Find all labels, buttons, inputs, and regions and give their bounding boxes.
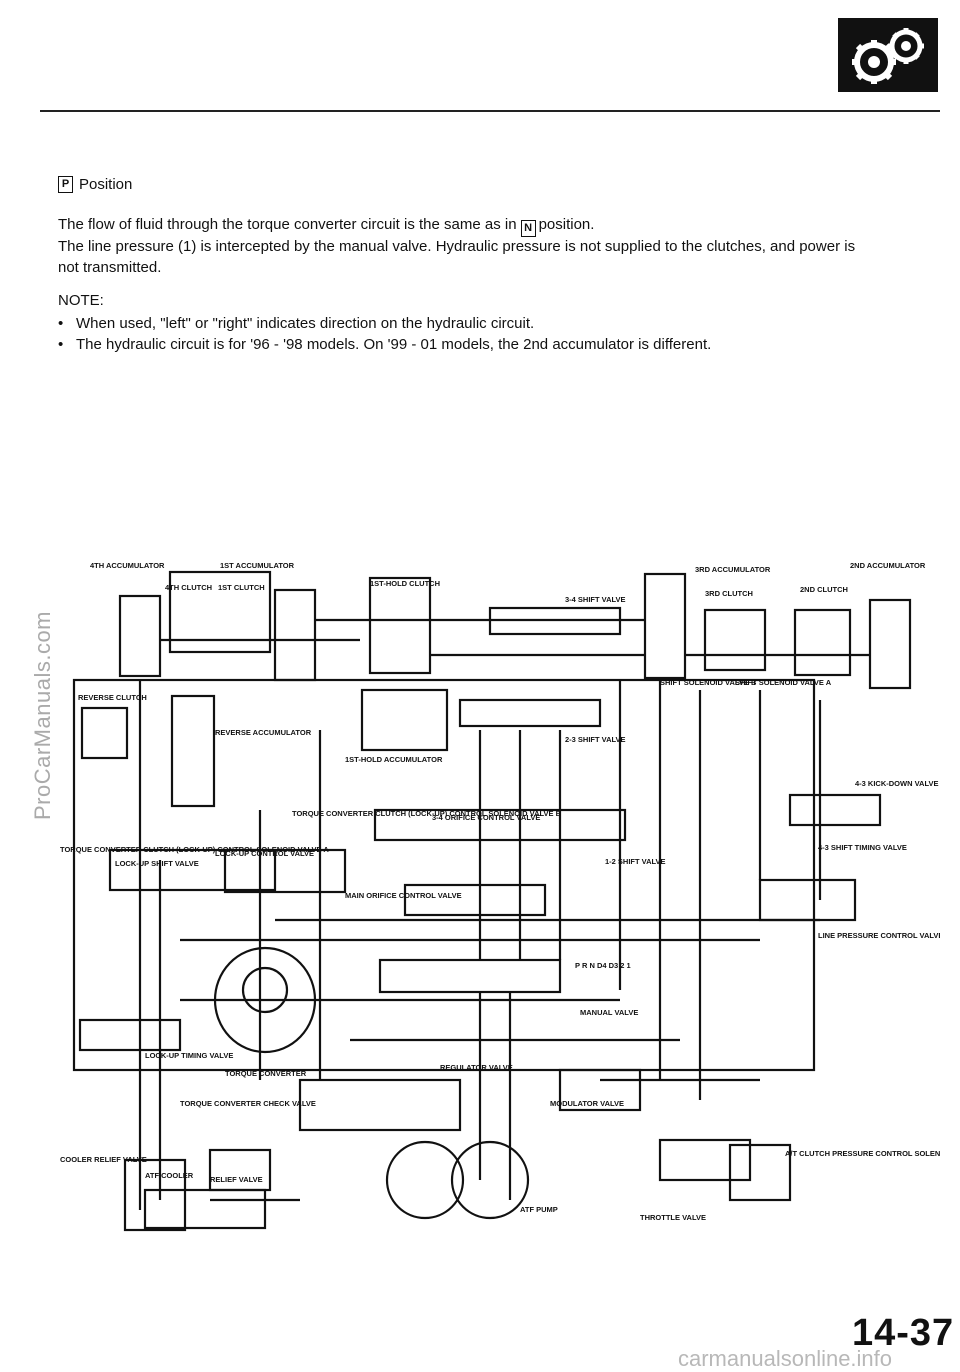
label-3rd-accumulator: 3RD ACCUMULATOR — [695, 565, 771, 574]
label-atf-pump: ATF PUMP — [520, 1205, 558, 1214]
label-3-4-orifice-valve: 3-4 ORIFICE CONTROL VALVE — [432, 813, 540, 822]
note-item-2: • The hydraulic circuit is for '96 - '98 … — [58, 336, 711, 353]
label-1st-hold-clutch: 1ST-HOLD CLUTCH — [370, 579, 440, 588]
paragraph-line-3: not transmitted. — [58, 259, 162, 276]
footer-watermark: carmanualsonline.info — [678, 1346, 893, 1371]
label-relief-valve: RELIEF VALVE — [210, 1175, 263, 1184]
label-selector-positions: P R N D4 D3 2 1 — [575, 961, 631, 970]
label-lockup-control-valve: LOCK-UP CONTROL VALVE — [215, 849, 314, 858]
label-1st-accumulator: 1ST ACCUMULATOR — [220, 561, 295, 570]
label-shift-solenoid-a: SHIFT SOLENOID VALVE A — [735, 678, 832, 687]
note-item-text: When used, "left" or "right" indicates d… — [76, 315, 535, 332]
position-box-p: P — [58, 176, 73, 193]
label-tc-solenoid-b: TORQUE CONVERTER CLUTCH (LOCK-UP) CONTRO… — [292, 809, 562, 818]
label-2nd-accumulator: 2ND ACCUMULATOR — [850, 561, 926, 570]
label-tc-solenoid-a: TORQUE CONVERTER CLUTCH (LOCK-UP) CONTRO… — [60, 845, 329, 854]
label-4th-accumulator: 4TH ACCUMULATOR — [90, 561, 165, 570]
note-item-text: The hydraulic circuit is for '96 - '98 m… — [76, 336, 712, 353]
label-1st-clutch: 1ST CLUTCH — [218, 583, 265, 592]
gear-icon — [852, 28, 924, 84]
label-cooler-relief-valve: COOLER RELIEF VALVE — [60, 1155, 147, 1164]
label-2nd-clutch: 2ND CLUTCH — [800, 585, 848, 594]
line1-text: The flow of fluid through the torque con… — [58, 216, 517, 233]
header-rule — [40, 110, 940, 112]
side-watermark: ProCarManuals.com — [30, 610, 55, 820]
label-3-4-shift-valve: 3-4 SHIFT VALVE — [565, 595, 626, 604]
label-2-3-shift-valve: 2-3 SHIFT VALVE — [565, 735, 626, 744]
note-item-1: • When used, "left" or "right" indicates … — [58, 315, 534, 332]
label-lockup-timing-valve: LOCK-UP TIMING VALVE — [145, 1051, 233, 1060]
label-torque-converter: TORQUE CONVERTER — [225, 1069, 307, 1078]
label-tc-check-valve: TORQUE CONVERTER CHECK VALVE — [180, 1099, 316, 1108]
label-reverse-accumulator: REVERSE ACCUMULATOR — [215, 728, 312, 737]
label-3rd-clutch: 3RD CLUTCH — [705, 589, 753, 598]
label-reverse-clutch: REVERSE CLUTCH — [78, 693, 147, 702]
label-4th-clutch: 4TH CLUTCH — [165, 583, 212, 592]
label-shift-solenoid-b: SHIFT SOLENOID VALVE B — [660, 678, 757, 687]
label-4-3-kickdown-valve: 4-3 KICK-DOWN VALVE — [855, 779, 938, 788]
label-1st-hold-accumulator: 1ST-HOLD ACCUMULATOR — [345, 755, 443, 764]
gear-logo — [838, 18, 938, 92]
hydraulic-circuit-diagram: 4TH ACCUMULATOR 1ST ACCUMULATOR 4TH CLUT… — [60, 561, 940, 1232]
label-lockup-shift-valve: LOCK-UP SHIFT VALVE — [115, 859, 199, 868]
line1-end: position. — [538, 216, 595, 233]
paragraph-line-1: The flow of fluid through the torque con… — [58, 214, 928, 237]
position-word: Position — [79, 176, 133, 193]
page-number: 14-37 — [852, 1312, 955, 1354]
bullet: • — [58, 336, 64, 353]
label-modulator-valve: MODULATOR VALVE — [550, 1099, 624, 1108]
bullet: • — [58, 315, 64, 332]
label-manual-valve: MANUAL VALVE — [580, 1008, 638, 1017]
note-title: NOTE: — [58, 292, 104, 309]
position-box-n: N — [520, 220, 536, 237]
label-4-3-timing-valve: 4-3 SHIFT TIMING VALVE — [818, 843, 907, 852]
label-atf-cooler: ATF COOLER — [145, 1171, 194, 1180]
label-main-orifice-valve: MAIN ORIFICE CONTROL VALVE — [345, 891, 462, 900]
label-throttle-valve: THROTTLE VALVE — [640, 1213, 706, 1222]
label-at-clutch-solenoid: A/T CLUTCH PRESSURE CONTROL SOLENOID VAL… — [785, 1149, 940, 1158]
label-line-pressure-valve: LINE PRESSURE CONTROL VALVE — [818, 931, 940, 940]
position-heading: P Position — [58, 176, 132, 193]
label-1-2-shift-valve: 1-2 SHIFT VALVE — [605, 857, 666, 866]
label-regulator-valve: REGULATOR VALVE — [440, 1063, 513, 1072]
paragraph-line-2: The line pressure (1) is intercepted by … — [58, 238, 856, 255]
